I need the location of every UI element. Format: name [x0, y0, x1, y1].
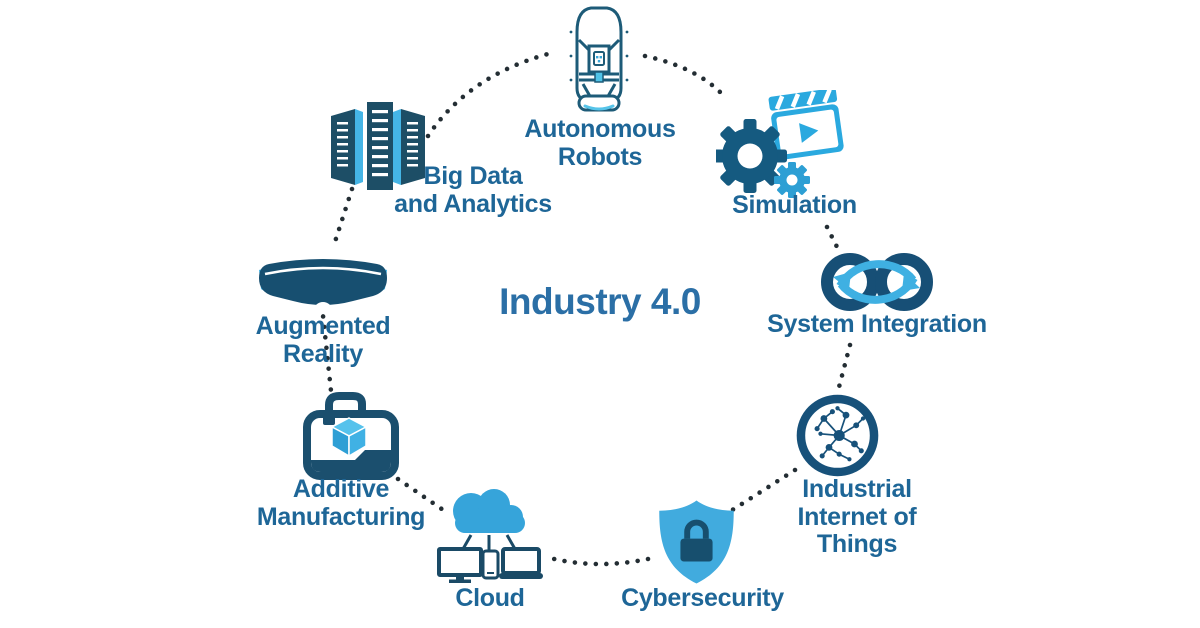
label-line: Autonomous	[524, 115, 676, 143]
ar-headset-icon	[257, 252, 389, 319]
label-industrial-iot: Industrial Internet of Things	[757, 475, 957, 559]
server-stack-icon	[327, 100, 427, 197]
label-line: Big Data	[423, 162, 523, 190]
label-line: Additive	[292, 475, 390, 503]
label-autonomous-robots: Autonomous Robots	[495, 115, 705, 171]
label-line: System Integration	[767, 310, 987, 338]
label-cloud: Cloud	[420, 584, 560, 613]
label-line: Manufacturing	[256, 502, 426, 531]
label-line: Cybersecurity	[621, 584, 784, 612]
label-augmented-reality: Augmented Reality	[237, 312, 409, 368]
label-line: Reality	[283, 339, 363, 368]
label-line: Internet of Things	[797, 502, 917, 558]
label-simulation: Simulation	[712, 191, 877, 220]
label-line: Cloud	[455, 584, 525, 612]
label-line: Augmented	[255, 312, 391, 340]
network-sphere-icon	[795, 393, 880, 483]
label-line: and Analytics	[394, 189, 552, 218]
label-line: Simulation	[732, 191, 857, 219]
label-additive-manufacturing: Additive Manufacturing	[251, 475, 431, 531]
label-line: Industrial	[802, 475, 912, 503]
label-big-data-analytics: Big Data and Analytics	[383, 162, 563, 218]
label-system-integration: System Integration	[767, 310, 987, 339]
3d-printer-icon	[297, 392, 403, 487]
label-cybersecurity: Cybersecurity	[610, 584, 795, 613]
gears-clapperboard-icon	[713, 88, 850, 205]
chain-links-arrows-icon	[816, 246, 938, 321]
autonomous-car-icon	[553, 2, 645, 121]
page-title: Industry 4.0	[499, 281, 701, 322]
cloud-devices-icon	[431, 483, 548, 588]
shield-lock-icon	[654, 498, 739, 591]
label-line: Robots	[557, 142, 643, 171]
